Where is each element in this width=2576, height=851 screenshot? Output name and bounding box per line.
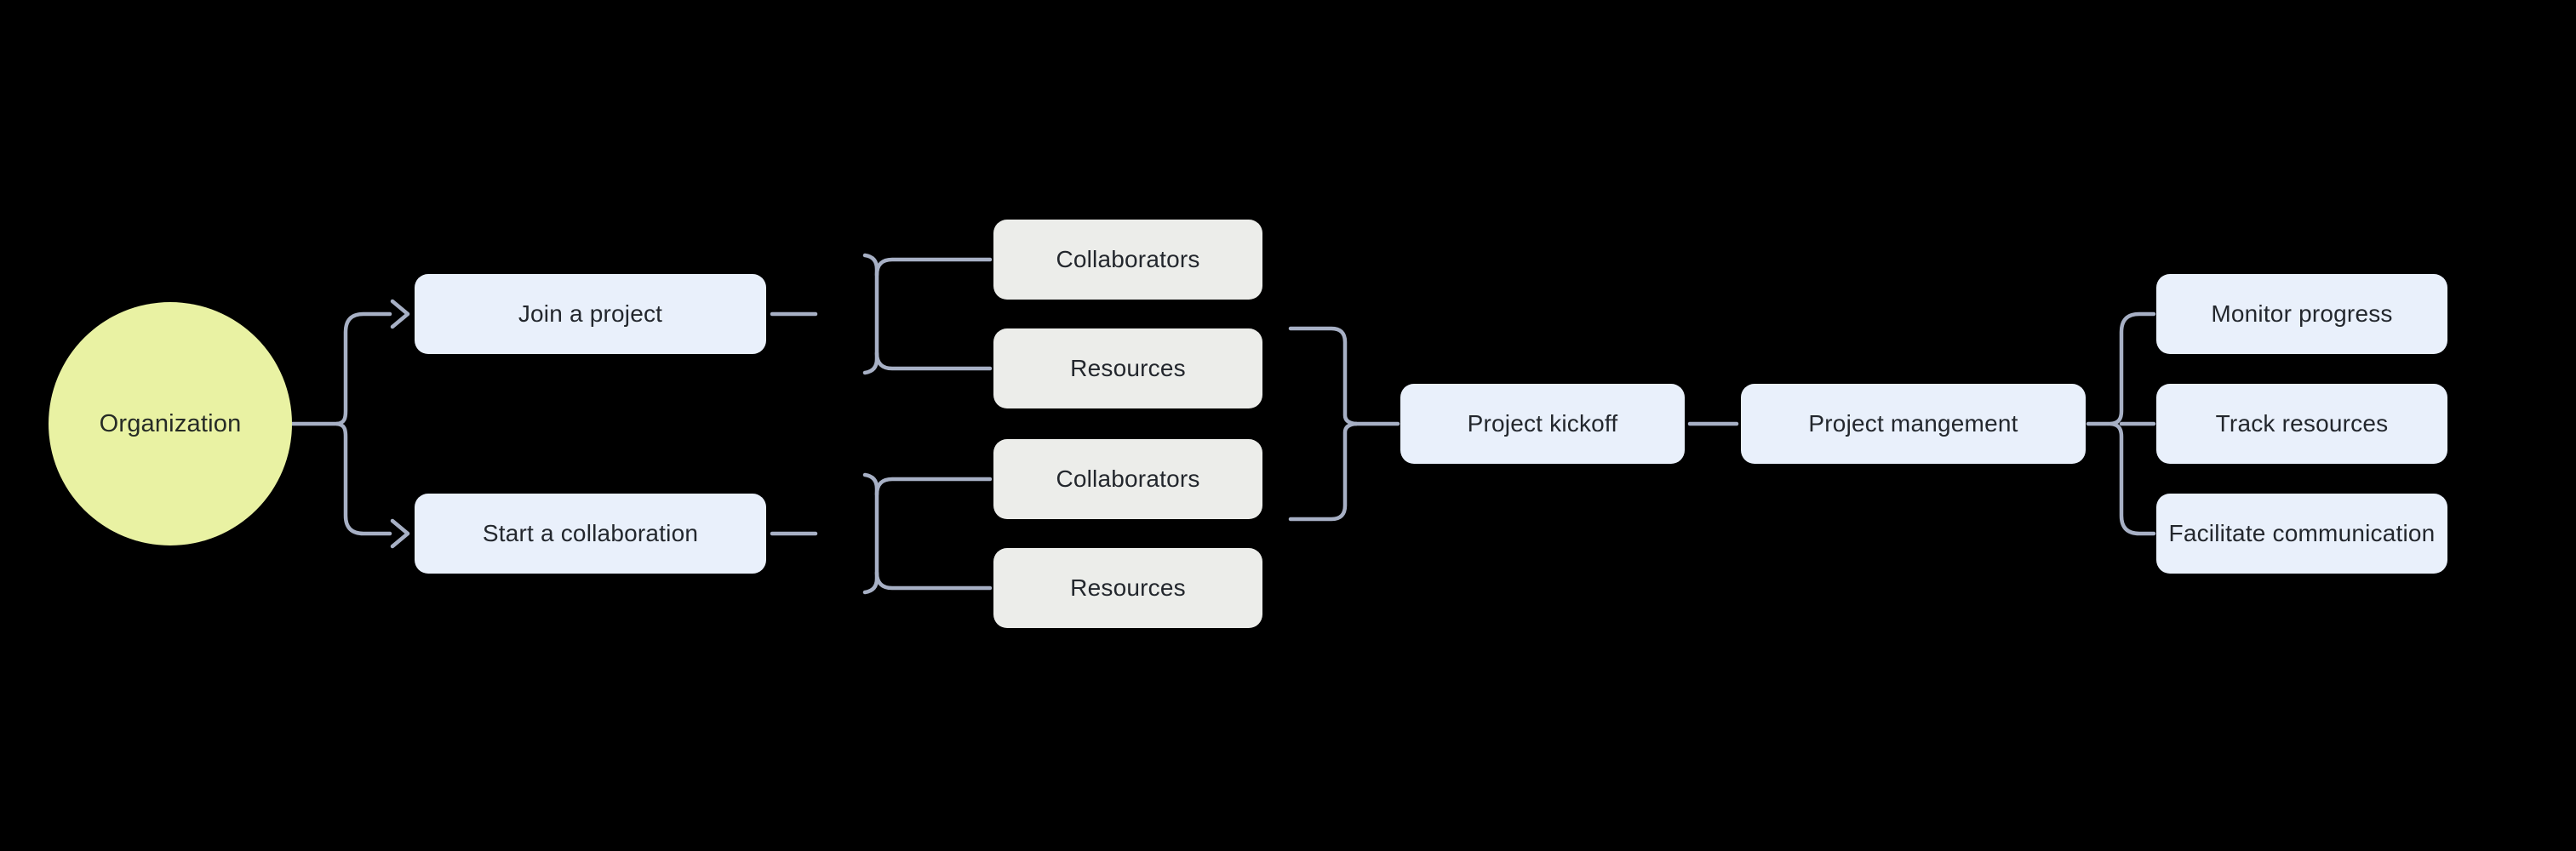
node-resources-join[interactable]: Resources — [993, 328, 1262, 408]
node-resources-start[interactable]: Resources — [993, 548, 1262, 628]
brace-merge-top — [1288, 326, 1359, 426]
edge-start-collaborators — [874, 477, 993, 497]
edge-start-resources — [874, 570, 993, 591]
edge-organization-join — [335, 311, 392, 426]
node-facilitate-communication-label: Facilitate communication — [2168, 520, 2436, 546]
node-collaborators-join[interactable]: Collaborators — [993, 220, 1262, 300]
node-track-resources[interactable]: Track resources — [2156, 384, 2447, 464]
edge-join-collaborators — [874, 257, 993, 277]
node-resources-join-label: Resources — [1070, 355, 1186, 381]
bracket-join-vertical — [862, 253, 879, 375]
brace-merge-bottom — [1288, 421, 1359, 522]
node-project-management[interactable]: Project mangement — [1741, 384, 2086, 464]
node-organization[interactable]: Organization — [49, 302, 292, 545]
node-monitor-progress[interactable]: Monitor progress — [2156, 274, 2447, 354]
node-resources-start-label: Resources — [1070, 574, 1186, 601]
node-project-kickoff-label: Project kickoff — [1467, 410, 1618, 437]
edge-join-resources — [874, 351, 993, 371]
node-track-resources-label: Track resources — [2215, 410, 2389, 437]
node-project-management-label: Project mangement — [1808, 410, 2018, 437]
node-facilitate-communication[interactable]: Facilitate communication — [2156, 494, 2447, 574]
brace-management-facilitate — [2109, 421, 2156, 536]
brace-management-monitor — [2109, 311, 2156, 426]
node-start-collaboration[interactable]: Start a collaboration — [415, 494, 766, 574]
node-start-collaboration-label: Start a collaboration — [482, 520, 699, 546]
node-collaborators-start[interactable]: Collaborators — [993, 439, 1262, 519]
edge-organization-start — [335, 421, 392, 536]
node-join-project-label: Join a project — [518, 300, 663, 327]
node-organization-label: Organization — [99, 409, 242, 437]
node-monitor-progress-label: Monitor progress — [2211, 300, 2393, 327]
node-collaborators-start-label: Collaborators — [1056, 465, 1200, 492]
node-join-project[interactable]: Join a project — [415, 274, 766, 354]
bracket-start-vertical — [862, 472, 879, 595]
arrowhead-join-icon — [390, 299, 410, 329]
node-collaborators-join-label: Collaborators — [1056, 246, 1200, 272]
arrowhead-start-icon — [390, 518, 410, 549]
node-project-kickoff[interactable]: Project kickoff — [1400, 384, 1685, 464]
